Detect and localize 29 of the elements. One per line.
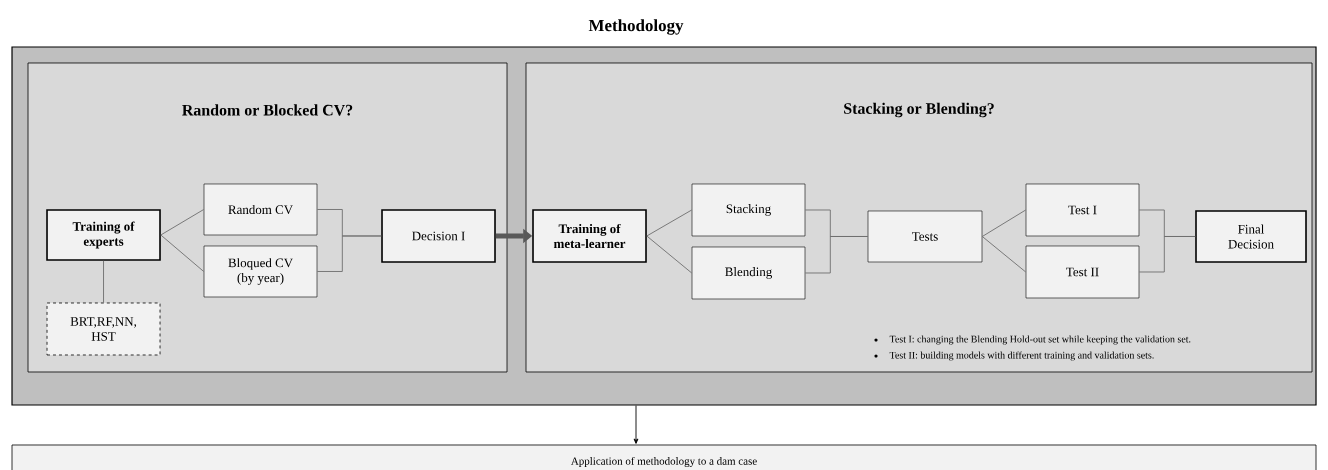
process-box: Training of experts <box>46 209 161 261</box>
connector-line <box>1138 236 1196 273</box>
process-box: Training of meta-learner <box>532 209 647 263</box>
box-text: Application of methodology to a dam case <box>571 456 757 467</box>
connector-line <box>981 209 1027 237</box>
title: Methodology <box>588 19 684 35</box>
connector-line <box>646 209 693 237</box>
connector-line <box>646 235 693 274</box>
connector-line <box>981 236 1027 273</box>
process-box: Blending <box>691 246 806 300</box>
panel-heading: Random or Blocked CV? <box>182 104 353 116</box>
note-text: Test II: building models with different training and validation sets. <box>889 351 1154 361</box>
process-box: Bloqued CV (by year) <box>203 245 318 298</box>
connector-line <box>103 260 104 304</box>
arrow <box>633 405 639 444</box>
note-text: Test I: changing the Blending Hold-out set while keeping the validation set. <box>889 335 1191 345</box>
connector-line <box>160 209 205 236</box>
dashed-box: BRT,RF,NN, HST <box>46 302 161 356</box>
process-box: Final Decision <box>1195 210 1307 263</box>
process-box: Stacking <box>691 183 806 237</box>
process-box: Decision I <box>381 209 496 263</box>
process-box: Random CV <box>203 183 318 236</box>
connector-line <box>316 235 382 272</box>
connector-line <box>804 236 869 274</box>
connector-line <box>160 234 205 272</box>
panel-heading: Stacking or Blending? <box>844 102 994 118</box>
process-box: Test I <box>1025 183 1140 237</box>
process-box: Tests <box>867 210 983 263</box>
process-box: Test II <box>1025 245 1140 299</box>
